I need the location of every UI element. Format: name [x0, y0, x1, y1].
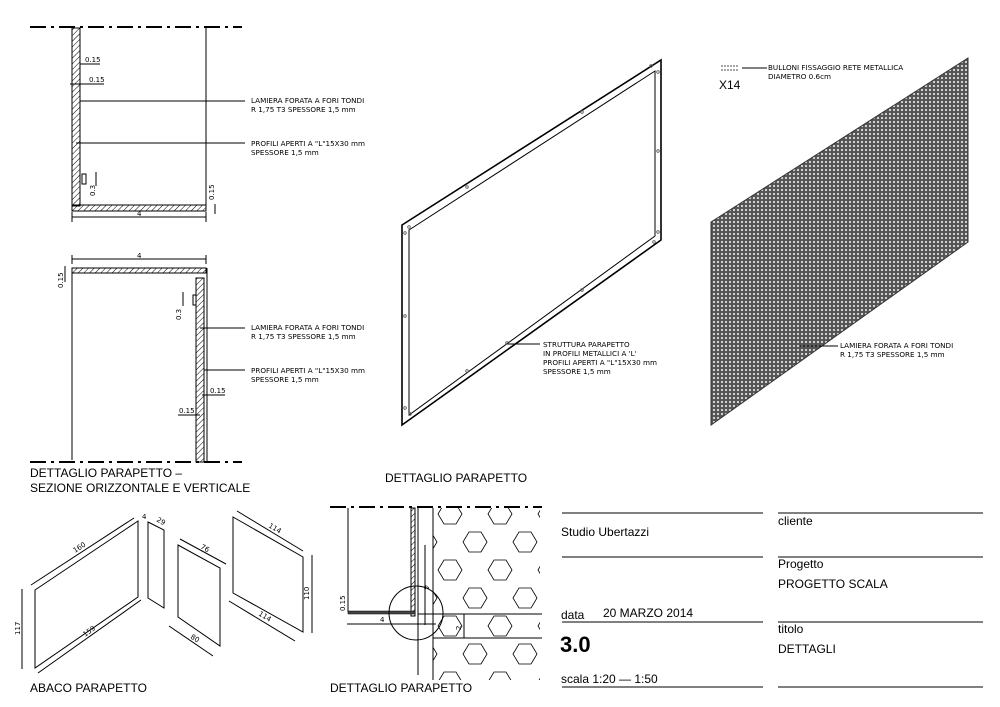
bolt-holes [403, 64, 660, 416]
annotation: SPESSORE 1,5 mm [543, 367, 611, 376]
titolo-label: titolo [778, 622, 804, 636]
dim-label: 4 [380, 616, 385, 624]
dim-label: 2 [455, 626, 463, 630]
hex-perforation-pattern [433, 508, 540, 680]
bolt-icon [721, 65, 738, 71]
panel-main [34, 520, 139, 669]
cliente-label: cliente [778, 514, 813, 528]
corner-detail: 4 0.15 4 2 DETTAGLIO PARAPETTO [330, 506, 542, 695]
dim-label: 0.3 [175, 309, 183, 320]
panel-large [232, 516, 304, 633]
scale-text: scala 1:20 — 1:50 [561, 672, 658, 686]
perforated-mesh-panel [710, 57, 969, 426]
drawing-title: ABACO PARAPETTO [30, 681, 147, 695]
progetto-label: Progetto [778, 557, 824, 571]
annotation: DIAMETRO 0.6cm [768, 72, 831, 81]
annotation: IN PROFILI METALLICI A 'L' [543, 349, 637, 358]
bolt-count: X14 [719, 78, 741, 92]
annotation: BULLONI FISSAGGIO RETE METALLICA [768, 63, 903, 72]
dim-label: 0.15 [89, 76, 105, 84]
data-label: data [561, 608, 585, 622]
annotation: R 1,75 T3 SPESSORE 1,5 mm [251, 105, 356, 114]
dim-label: 4 [137, 210, 142, 218]
panel-side [147, 521, 165, 609]
dim-label: 0.15 [208, 184, 216, 200]
annotation: SPESSORE 1,5 mm [251, 375, 319, 384]
dim-label: 80 [189, 633, 201, 645]
frame-outer [401, 58, 662, 427]
drawing-title: DETTAGLIO PARAPETTO [330, 681, 472, 695]
annotation: PROFILI APERTI A "L"15X30 mm [251, 139, 365, 148]
drawing-title: DETTAGLIO PARAPETTO – [30, 466, 182, 480]
annotation: LAMIERA FORATA A FORI TONDI [251, 96, 364, 105]
titolo-value: DETTAGLI [778, 642, 836, 656]
annotation: SPESSORE 1,5 mm [251, 148, 319, 157]
dim-label: 76 [199, 543, 211, 555]
sheet-number: 3.0 [560, 632, 591, 657]
horizontal-section-detail: 0.15 0.15 LAMIERA FORATA A FORI TONDI R … [30, 26, 365, 222]
drawing-subtitle: SEZIONE ORIZZONTALE E VERTICALE [30, 481, 250, 495]
dim-label: 0.3 [89, 185, 97, 196]
dim-label: 0.15 [210, 387, 226, 395]
dim-label: 160 [72, 541, 88, 555]
frame-inner [408, 70, 656, 416]
dim-label: 117 [14, 622, 22, 635]
perforated-sheet-section [71, 27, 81, 207]
mesh-isometric-detail: BULLONI FISSAGGIO RETE METALLICA DIAMETR… [710, 57, 969, 426]
dim-label: 0.15 [339, 595, 347, 611]
dim-label: 0.15 [85, 56, 101, 64]
frame-isometric-detail: STRUTTURA PARAPETTO IN PROFILI METALLICI… [385, 58, 662, 485]
annotation: STRUTTURA PARAPETTO [543, 340, 630, 349]
dim-label: 114 [257, 610, 273, 624]
title-block: Studio Ubertazzi cliente Progetto PROGET… [560, 512, 983, 688]
annotation: R 1,75 T3 SPESSORE 1,5 mm [251, 332, 356, 341]
annotation: PROFILI APERTI A "L"15X30 mm [543, 358, 657, 367]
drawing-title: DETTAGLIO PARAPETTO [385, 471, 527, 485]
progetto-value: PROGETTO SCALA [778, 577, 888, 591]
dim-label: 4 [142, 513, 147, 521]
studio-name: Studio Ubertazzi [561, 525, 649, 539]
abaco-parapetto: 160 159 117 4 29 76 80 114 114 110 ABACO… [14, 510, 313, 695]
dim-label: 0.15 [179, 407, 195, 415]
annotation: LAMIERA FORATA A FORI TONDI [840, 341, 953, 350]
annotation: LAMIERA FORATA A FORI TONDI [251, 323, 364, 332]
detail-callout-circle [388, 585, 444, 641]
vertical-section-detail: 4 0.15 0.3 LAMIERA FORATA A FORI TONDI R… [30, 252, 365, 495]
data-value: 20 MARZO 2014 [603, 606, 693, 620]
dim-label: 110 [303, 587, 311, 600]
dim-label: 0.15 [57, 272, 65, 288]
dim-label: 4 [422, 585, 430, 590]
dim-label: 29 [155, 516, 167, 527]
panel-small [177, 544, 221, 647]
annotation: R 1,75 T3 SPESSORE 1,5 mm [840, 350, 945, 359]
dim-label: 4 [137, 252, 142, 260]
annotation: PROFILI APERTI A "L"15X30 mm [251, 366, 365, 375]
